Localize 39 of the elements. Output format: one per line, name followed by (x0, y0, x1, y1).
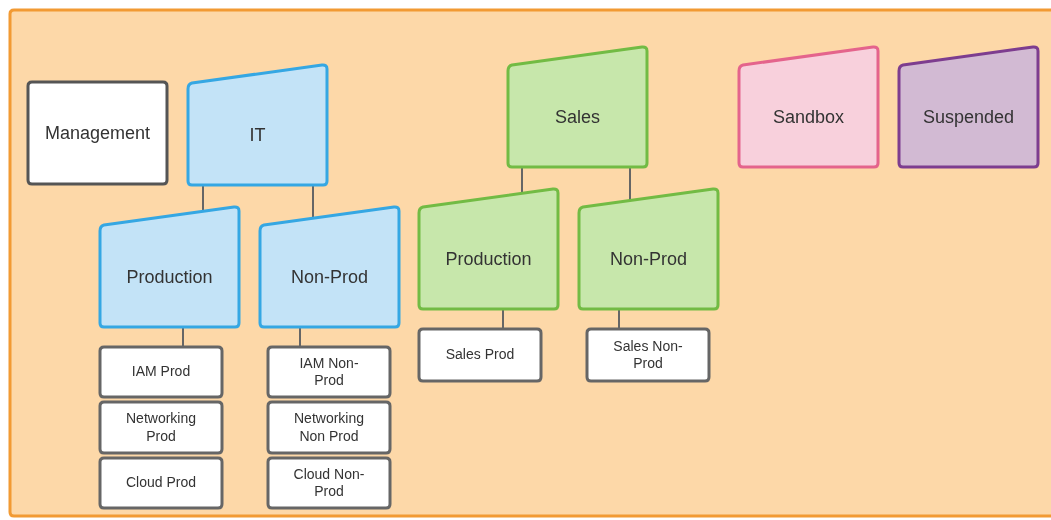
unit-shape (577, 187, 720, 311)
account-box (98, 345, 224, 399)
unit-shape (897, 45, 1040, 169)
node-label: Production (126, 266, 213, 289)
node-label: Networking Prod (125, 410, 197, 445)
node-label: Networking Non Prod (293, 410, 365, 445)
node-label: Sales (555, 106, 600, 129)
account-box (26, 80, 169, 186)
node-label: IAM Prod (131, 363, 191, 381)
node-label: Cloud Non-Prod (292, 465, 366, 501)
account-box (266, 400, 392, 455)
node-label: Non-Prod (609, 248, 687, 271)
node-label: Sales Prod (445, 346, 515, 364)
node-label: Management (44, 122, 151, 145)
account-box (417, 327, 543, 383)
node-label: Non-Prod (290, 266, 368, 289)
node-label: Sandbox (772, 106, 845, 129)
node-label: Suspended (922, 106, 1015, 129)
account-box (98, 456, 224, 510)
node-label: Cloud Prod (125, 474, 196, 492)
connector-line (182, 327, 184, 347)
account-box (585, 327, 711, 383)
connector-line (299, 327, 301, 347)
unit-shape (98, 205, 241, 329)
unit-shape (506, 45, 649, 169)
connector-line (618, 309, 620, 329)
unit-shape (737, 45, 880, 169)
organization-container (8, 8, 1051, 518)
unit-shape (417, 187, 560, 311)
unit-shape (186, 63, 329, 187)
account-box (266, 345, 392, 399)
node-label: Sales Non-Prod (612, 337, 684, 373)
node-label: IAM Non-Prod (298, 354, 360, 390)
connector-line (502, 309, 504, 329)
node-label: IT (249, 124, 266, 147)
account-box (266, 456, 392, 510)
unit-shape (258, 205, 401, 329)
account-box (98, 400, 224, 455)
node-label: Production (445, 248, 532, 271)
